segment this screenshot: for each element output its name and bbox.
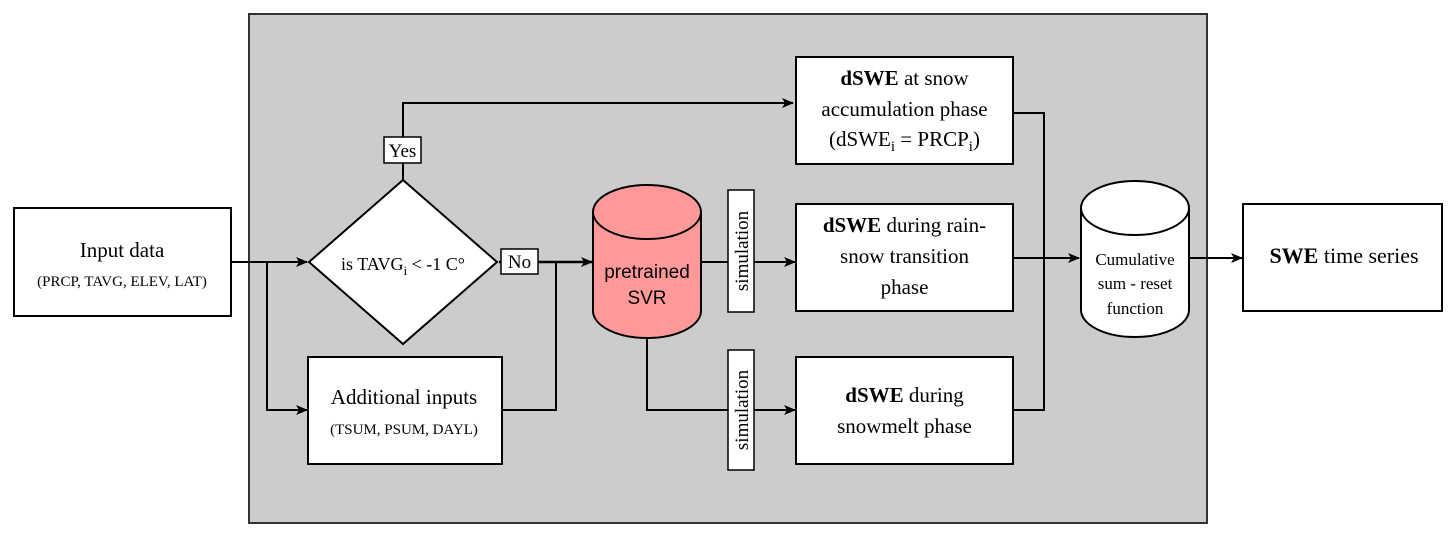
simulation-label-bottom: simulation [727,349,755,471]
svr-label-line2: SVR [627,288,666,309]
simulation-label-top: simulation [727,189,755,313]
arrow-input-to-additional [266,262,308,415]
line-accumulation-out [1013,112,1045,411]
input-data-box: Input data (PRCP, TAVG, ELEV, LAT) [13,207,232,317]
svg-text:phase: phase [881,275,929,299]
accumulation-phase-box: dSWE at snow accumulation phase (dSWEi =… [795,56,1014,165]
svg-text:dSWE during rain-: dSWE during rain- [823,213,986,237]
svr-cylinder: pretrained SVR [592,184,702,339]
additional-inputs-subtitle: (TSUM, PSUM, DAYL) [330,422,478,438]
additional-inputs-box: Additional inputs (TSUM, PSUM, DAYL) [307,356,503,465]
svg-text:dSWE at snow: dSWE at snow [840,66,969,90]
svg-text:(dSWEi = PRCPi): (dSWEi = PRCPi) [829,127,980,155]
svg-text:snow transition: snow transition [840,244,969,268]
cumulative-sum-cylinder: Cumulative sum - reset function [1080,180,1190,338]
svg-text:sum - reset: sum - reset [1098,274,1173,293]
snowmelt-phase-box: dSWE during snowmelt phase [795,356,1014,465]
svg-text:simulation: simulation [732,369,753,450]
svg-text:Yes: Yes [389,141,417,162]
svg-text:No: No [508,252,531,273]
transition-phase-box: dSWE during rain- snow transition phase [795,203,1014,312]
line-additional-to-svr [502,262,557,411]
input-data-subtitle: (PRCP, TAVG, ELEV, LAT) [37,274,207,290]
svg-text:snowmelt phase: snowmelt phase [837,414,972,438]
svg-text:accumulation phase: accumulation phase [821,97,987,121]
decision-condition: is TAVGi < -1 C° [341,254,465,278]
swe-time-series-box: SWE time series [1242,203,1443,312]
svg-text:function: function [1107,299,1164,318]
svg-text:SWE time series: SWE time series [1269,243,1418,268]
decision-diamond: is TAVGi < -1 C° [307,178,499,346]
svg-text:dSWE during: dSWE during [845,383,964,407]
svr-label-line1: pretrained [604,262,690,283]
svg-text:simulation: simulation [732,210,753,291]
no-label: No [500,248,539,275]
input-data-title: Input data [80,238,165,262]
svg-text:Cumulative: Cumulative [1095,250,1174,269]
additional-inputs-title: Additional inputs [331,385,477,409]
yes-label: Yes [383,136,422,164]
